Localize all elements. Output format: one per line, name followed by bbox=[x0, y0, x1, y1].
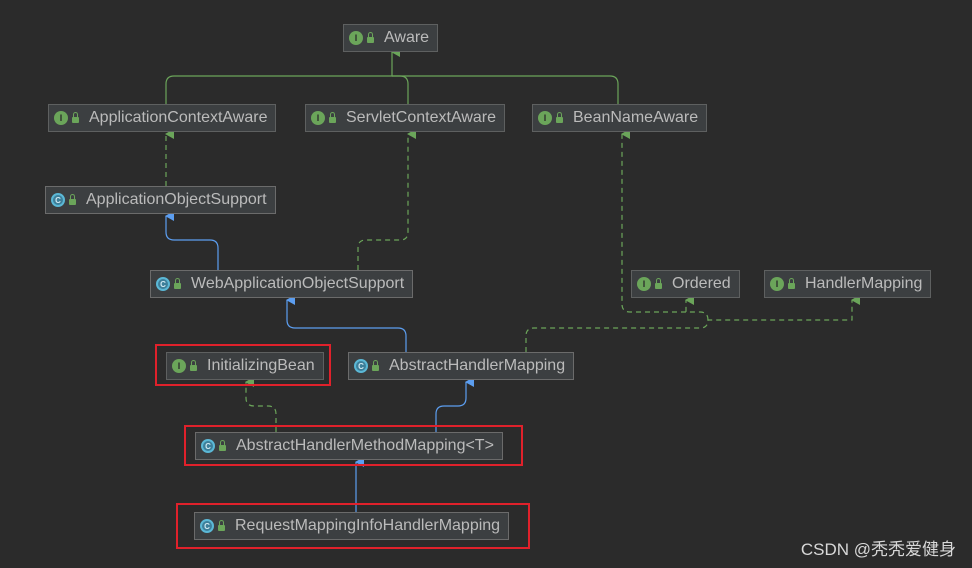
node-label: ApplicationContextAware bbox=[89, 109, 268, 126]
edge-appctx-aware bbox=[165, 47, 400, 104]
edge-beanname-aware bbox=[392, 75, 619, 104]
node-label: Aware bbox=[384, 29, 430, 46]
lock-icon bbox=[219, 440, 226, 451]
watermark: CSDN @秃秃爱健身 bbox=[800, 540, 956, 559]
node-bean-name-aware[interactable]: I BeanNameAware bbox=[532, 104, 708, 132]
edge-ahm-interfaces bbox=[525, 295, 860, 352]
node-initializing-bean[interactable]: I InitializingBean bbox=[166, 352, 324, 380]
node-aware[interactable]: I Aware bbox=[343, 24, 439, 52]
lock-icon bbox=[174, 278, 181, 289]
node-label: RequestMappingInfoHandlerMapping bbox=[235, 517, 501, 534]
lock-icon bbox=[72, 112, 79, 123]
edge-ahm-waos bbox=[286, 295, 407, 352]
edge-waos-aos bbox=[165, 211, 219, 270]
abstract-class-icon: C bbox=[156, 277, 170, 291]
interface-icon: I bbox=[54, 111, 68, 125]
interface-icon: I bbox=[538, 111, 552, 125]
node-abstract-handler-method-mapping[interactable]: C AbstractHandlerMethodMapping<T> bbox=[195, 432, 503, 460]
node-request-mapping-info-handler-mapping[interactable]: C RequestMappingInfoHandlerMapping bbox=[194, 512, 510, 540]
node-label: AbstractHandlerMethodMapping<T> bbox=[236, 437, 494, 454]
node-label: WebApplicationObjectSupport bbox=[191, 275, 405, 292]
node-label: ServletContextAware bbox=[346, 109, 496, 126]
edge-servlet-aware bbox=[392, 75, 409, 104]
node-handler-mapping[interactable]: I HandlerMapping bbox=[764, 270, 932, 298]
node-label: ApplicationObjectSupport bbox=[86, 191, 267, 208]
highlight-abstract-handler-method-mapping bbox=[184, 425, 523, 466]
node-servlet-context-aware[interactable]: I ServletContextAware bbox=[305, 104, 505, 132]
node-application-context-aware[interactable]: I ApplicationContextAware bbox=[48, 104, 277, 132]
lock-icon bbox=[556, 112, 563, 123]
highlight-request-mapping-info-handler-mapping bbox=[176, 503, 530, 549]
node-abstract-handler-mapping[interactable]: C AbstractHandlerMapping bbox=[348, 352, 575, 380]
node-label: HandlerMapping bbox=[805, 275, 923, 292]
highlight-initializing-bean bbox=[155, 344, 331, 386]
edge-ahmm-ahm bbox=[435, 377, 474, 432]
interface-icon: I bbox=[637, 277, 651, 291]
interface-icon: I bbox=[311, 111, 325, 125]
lock-icon bbox=[218, 520, 225, 531]
lock-icon bbox=[190, 360, 197, 371]
class-icon: C bbox=[200, 519, 214, 533]
lock-icon bbox=[788, 278, 795, 289]
interface-icon: I bbox=[172, 359, 186, 373]
abstract-class-icon: C bbox=[201, 439, 215, 453]
lock-icon bbox=[367, 32, 374, 43]
abstract-class-icon: C bbox=[354, 359, 368, 373]
node-label: InitializingBean bbox=[207, 357, 315, 374]
node-ordered[interactable]: I Ordered bbox=[631, 270, 740, 298]
interface-icon: I bbox=[770, 277, 784, 291]
lock-icon bbox=[69, 194, 76, 205]
lock-icon bbox=[329, 112, 336, 123]
edge-waos-servlet bbox=[357, 129, 416, 270]
node-label: Ordered bbox=[672, 275, 731, 292]
abstract-class-icon: C bbox=[51, 193, 65, 207]
node-web-application-object-support[interactable]: C WebApplicationObjectSupport bbox=[150, 270, 414, 298]
node-label: BeanNameAware bbox=[573, 109, 699, 126]
interface-icon: I bbox=[349, 31, 363, 45]
edge-ahm-ordered bbox=[685, 295, 709, 321]
lock-icon bbox=[372, 360, 379, 371]
lock-icon bbox=[655, 278, 662, 289]
node-application-object-support[interactable]: C ApplicationObjectSupport bbox=[45, 186, 276, 214]
node-label: AbstractHandlerMapping bbox=[389, 357, 566, 374]
edge-ahm-beanname bbox=[621, 129, 686, 313]
edge-ahmm-initbean bbox=[245, 377, 277, 432]
